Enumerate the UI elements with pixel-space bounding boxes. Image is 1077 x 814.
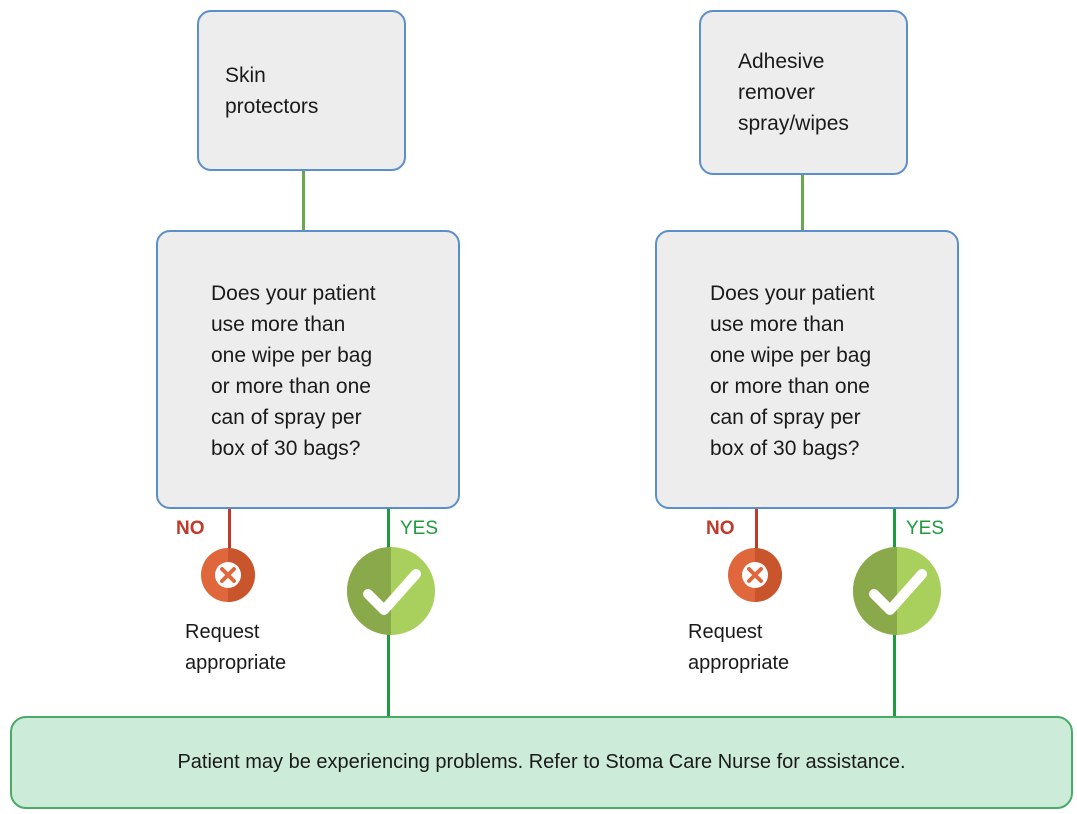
x-circle-icon	[201, 548, 255, 602]
right-yes-label: YES	[906, 518, 945, 539]
checkmark-circle-icon	[347, 547, 435, 635]
outcome-text: Patient may be experiencing problems. Re…	[177, 751, 906, 773]
right-question-text: Does your patient use more than one wipe…	[710, 282, 875, 460]
left-no-label: NO	[176, 518, 205, 539]
right-top-box-text: Adhesive remover spray/wipes	[738, 50, 849, 135]
right-no-label: NO	[706, 518, 735, 539]
left-top-box-text: Skin protectors	[225, 63, 319, 118]
right-no-line	[755, 508, 758, 548]
left-top-connector	[302, 170, 305, 232]
left-question-box: Does your patient use more than one wipe…	[156, 230, 460, 509]
right-top-box: Adhesive remover spray/wipes	[699, 10, 908, 175]
right-top-connector	[801, 174, 804, 232]
checkmark-circle-icon	[853, 547, 941, 635]
left-question-text: Does your patient use more than one wipe…	[211, 282, 376, 460]
left-no-line	[228, 508, 231, 548]
left-yes-label: YES	[400, 518, 439, 539]
left-top-box: Skin protectors	[197, 10, 406, 171]
right-question-box: Does your patient use more than one wipe…	[655, 230, 959, 509]
right-request-text: Request appropriate	[688, 621, 790, 674]
outcome-box: Patient may be experiencing problems. Re…	[10, 716, 1073, 809]
left-request-text: Request appropriate	[185, 621, 287, 674]
x-circle-icon	[728, 548, 782, 602]
